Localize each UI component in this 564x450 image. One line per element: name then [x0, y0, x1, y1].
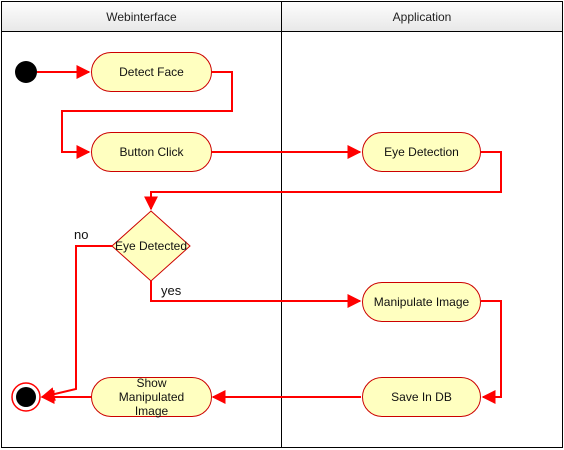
lane-title-application: Application: [392, 9, 452, 24]
node-button-click: Button Click: [91, 132, 212, 172]
node-manipulate-image: Manipulate Image: [362, 282, 481, 322]
start-node: [15, 61, 37, 83]
lane-header-application: Application: [281, 1, 563, 32]
lane-header-webinterface: Webinterface: [1, 1, 282, 32]
node-detect-face: Detect Face: [91, 52, 212, 92]
node-eye-detection: Eye Detection: [362, 132, 481, 172]
lane-title-webinterface: Webinterface: [106, 9, 177, 24]
node-save-in-db: Save In DB: [362, 377, 481, 417]
edge-decision-yes: [150, 281, 362, 308]
decision-eye-detected-label: Eye Detected: [115, 239, 187, 253]
edge-label-no: no: [74, 227, 88, 242]
edge-manipulate-save: [481, 300, 502, 404]
edge-decision-no: [40, 245, 112, 401]
end-node: [16, 387, 36, 407]
edge-label-yes: yes: [161, 283, 182, 298]
edge-eye-detection-decision: [144, 151, 502, 211]
edge-detect-face-button-click: [61, 71, 233, 159]
node-show-manipulated-image: Show Manipulated Image: [91, 376, 212, 418]
